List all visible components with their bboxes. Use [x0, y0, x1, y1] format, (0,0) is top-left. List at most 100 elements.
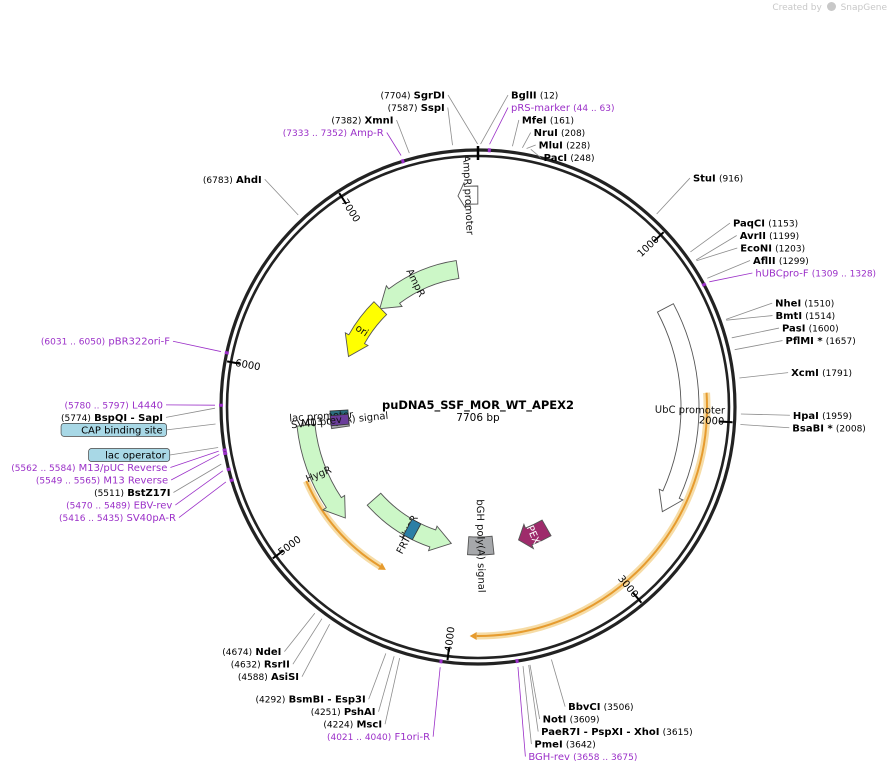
- orf-layer: [303, 392, 711, 640]
- ahdi-leader: [264, 178, 299, 216]
- label-layer: BglII (12)pRS-marker (44 .. 63)MfeI (161…: [11, 91, 876, 764]
- bsmbi-esp3i-position: (4292): [255, 696, 285, 706]
- tick-label-2000: 2000: [699, 415, 725, 428]
- bsabi-leader: [740, 424, 790, 429]
- orf1-orf-line: [476, 392, 708, 637]
- bglii-name: BglII: [511, 91, 537, 102]
- ndei-position: (4674): [222, 648, 252, 658]
- bbvci-position: (3506): [604, 703, 634, 713]
- econi-label: EcoNI (1203): [740, 244, 805, 255]
- tick-label-4000: 4000: [444, 626, 458, 653]
- bspqi-sapi-position: (5774): [61, 414, 91, 424]
- ahdi-position: (6783): [203, 176, 233, 186]
- bgh-rev-leader: [517, 666, 526, 757]
- noti-leader: [529, 664, 541, 720]
- paer7i-pspxi-xhoi-leader: [528, 665, 539, 732]
- pmei-leader: [522, 666, 532, 745]
- snapgene-credit: Created by SnapGene: [772, 2, 887, 13]
- sgrdi-label: (7704) SgrDI: [381, 91, 445, 102]
- bglii-position: (12): [540, 92, 558, 102]
- sgrdi-position: (7704): [381, 92, 411, 102]
- frt-4440-block: [403, 518, 422, 541]
- bsabi-label: BsaBI * (2008): [792, 423, 866, 434]
- label-lines-layer: [60, 94, 790, 757]
- orf2-orf-arrowhead: [377, 562, 386, 570]
- rsrii-name: RsrII: [264, 660, 290, 671]
- m13-reverse-name: M13 Reverse: [103, 476, 168, 487]
- l4440-name: L4440: [132, 400, 163, 411]
- noti-name: NotI: [543, 715, 567, 726]
- apex2-3220-arrow: [517, 519, 552, 550]
- l4440-label: (5780 .. 5797) L4440: [65, 400, 164, 411]
- pasi-leader: [731, 327, 780, 339]
- m13-reverse-label: (5549 .. 5565) M13 Reverse: [36, 476, 168, 487]
- ampr-promoter-7590-arrow: [457, 182, 479, 209]
- mlui-name: MluI: [539, 141, 563, 152]
- ebv-rev-site-mark: [226, 467, 231, 472]
- hubcpro-f-site-mark: [701, 282, 707, 287]
- paqci-name: PaqCI: [733, 219, 765, 230]
- bstz17i-position: (5511): [94, 489, 124, 499]
- bstz17i-label: (5511) BstZ17I: [94, 488, 170, 499]
- nhei-name: NheI: [775, 299, 801, 310]
- ampr-6743-arrow: [379, 260, 460, 310]
- bgh-rev-range: (3658 .. 3675): [573, 753, 637, 763]
- noti-position: (3609): [570, 716, 600, 726]
- bbvci-label: BbvCI (3506): [568, 702, 633, 713]
- msci-label: (4224) MscI: [323, 720, 382, 731]
- amp-r-label: (7333 .. 7352) Amp-R: [283, 128, 384, 139]
- plasmid-name: puDNA5_SSF_MOR_WT_APEX2: [382, 398, 574, 413]
- hpai-name: HpaI: [793, 411, 819, 422]
- pbr322ori-f-name: pBR322ori-F: [108, 337, 170, 348]
- xcmi-label: XcmI (1791): [791, 368, 852, 379]
- tick-label-6000: 6000: [234, 358, 261, 373]
- ubc-promoter-1330-arrow: [656, 303, 700, 513]
- sv40pa-r-site-mark: [229, 478, 235, 483]
- sv40pa-r-leader: [178, 481, 227, 518]
- ndei-leader: [284, 612, 316, 652]
- m13-reverse-leader: [170, 454, 220, 481]
- pflmi-leader: [734, 340, 783, 351]
- bsmbi-esp3i-name: BsmBI - Esp3I: [289, 695, 366, 706]
- xcmi-name: XcmI: [791, 368, 819, 379]
- ahdi-label: (6783) AhdI: [203, 175, 262, 186]
- lac-operator-leader: [169, 447, 219, 456]
- sspi-name: SspI: [421, 103, 445, 114]
- bstz17i-name: BstZ17I: [127, 488, 170, 499]
- f1ori-r-name: F1ori-R: [394, 732, 430, 743]
- pbr322ori-f-leader: [172, 340, 221, 352]
- aflii-leader: [707, 260, 751, 279]
- avrii-name: AvrII: [740, 231, 766, 242]
- bbvci-leader: [551, 659, 566, 707]
- rsrii-position: (4632): [231, 661, 261, 671]
- xmni-leader: [396, 119, 410, 154]
- credit-brand: SnapGene: [840, 3, 887, 13]
- mfei-label: MfeI (161): [522, 116, 574, 127]
- bgh-poly-a-signal-3720-arrow: [467, 535, 495, 556]
- hubcpro-f-range: (1309 .. 1328): [812, 270, 876, 280]
- ebv-rev-range: (5470 .. 5489): [66, 502, 130, 512]
- ori-6235-arrow: [344, 301, 388, 358]
- bmti-name: BmtI: [776, 311, 803, 322]
- paqci-position: (1153): [768, 220, 798, 230]
- orf2-orf-halo: [303, 479, 382, 570]
- sspi-position: (7587): [388, 104, 418, 114]
- bmti-leader: [726, 315, 773, 321]
- nhei-leader: [725, 302, 773, 320]
- lac-operator-label: lac operator: [105, 451, 166, 462]
- paci-leader: [530, 149, 541, 158]
- ampr-promoter-7590-label: AmpR promoter: [460, 155, 475, 236]
- paqci-label: PaqCI (1153): [733, 219, 798, 230]
- lac-operator-box: [88, 448, 171, 462]
- pmei-name: PmeI: [534, 740, 562, 751]
- pbr322ori-f-range: (6031 .. 6050): [41, 338, 105, 348]
- msci-leader: [384, 657, 401, 725]
- mlui-leader: [526, 144, 536, 149]
- asisi-leader: [301, 623, 331, 677]
- avrii-position: (1199): [769, 232, 799, 242]
- ebv-rev-label: (5470 .. 5489) EBV-rev: [66, 501, 172, 512]
- pbr322ori-f-label: (6031 .. 6050) pBR322ori-F: [41, 337, 170, 348]
- paci-label: PacI (248): [544, 153, 595, 164]
- asisi-position: (4588): [238, 673, 268, 683]
- asisi-label: (4588) AsiSI: [238, 672, 299, 683]
